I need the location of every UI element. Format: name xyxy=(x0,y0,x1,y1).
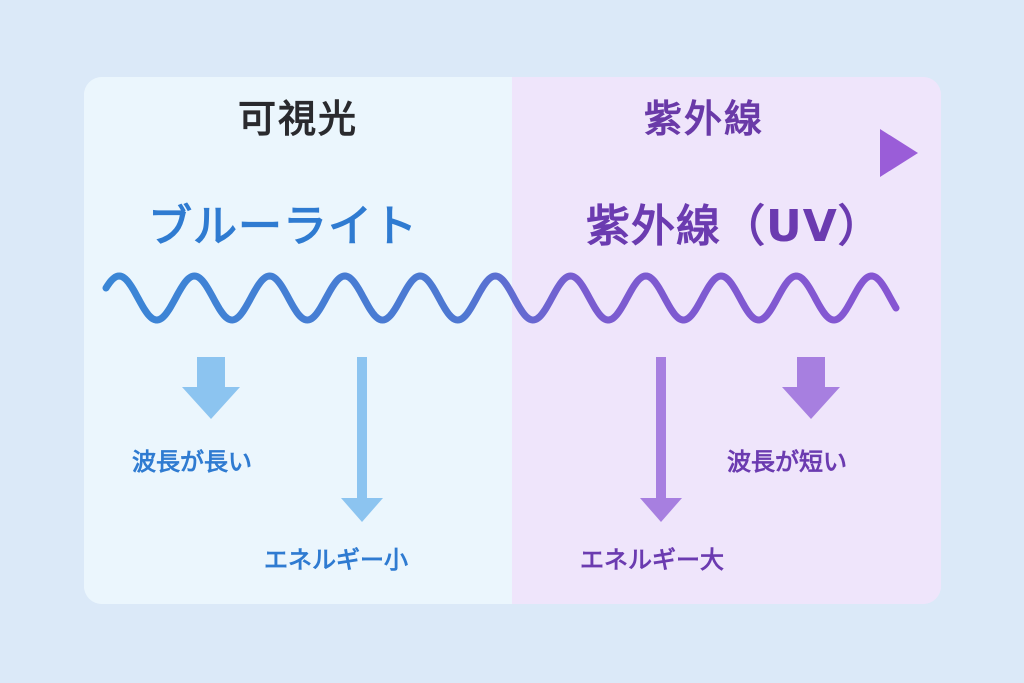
energy-large-arrow xyxy=(640,357,682,522)
uv-panel xyxy=(512,77,941,604)
ultraviolet-header: 紫外線 xyxy=(644,97,765,141)
wavelength-long-label: 波長が長い xyxy=(132,448,252,476)
wavelength-long-arrow xyxy=(182,357,240,419)
spectrum-arrow xyxy=(103,129,918,177)
wavelength-short-label: 波長が短い xyxy=(727,448,847,476)
energy-large-label: エネルギー大 xyxy=(580,546,724,574)
uv-title: 紫外線（UV） xyxy=(586,201,883,252)
wavelength-short-arrow xyxy=(782,357,840,419)
wave-line xyxy=(102,272,900,324)
energy-small-arrow xyxy=(341,357,383,522)
blue-light-title: ブルーライト xyxy=(148,201,418,252)
energy-small-label: エネルギー小 xyxy=(264,546,408,574)
visible-light-header: 可視光 xyxy=(238,97,359,141)
visible-light-panel xyxy=(84,77,512,604)
diagram-card xyxy=(84,77,941,604)
